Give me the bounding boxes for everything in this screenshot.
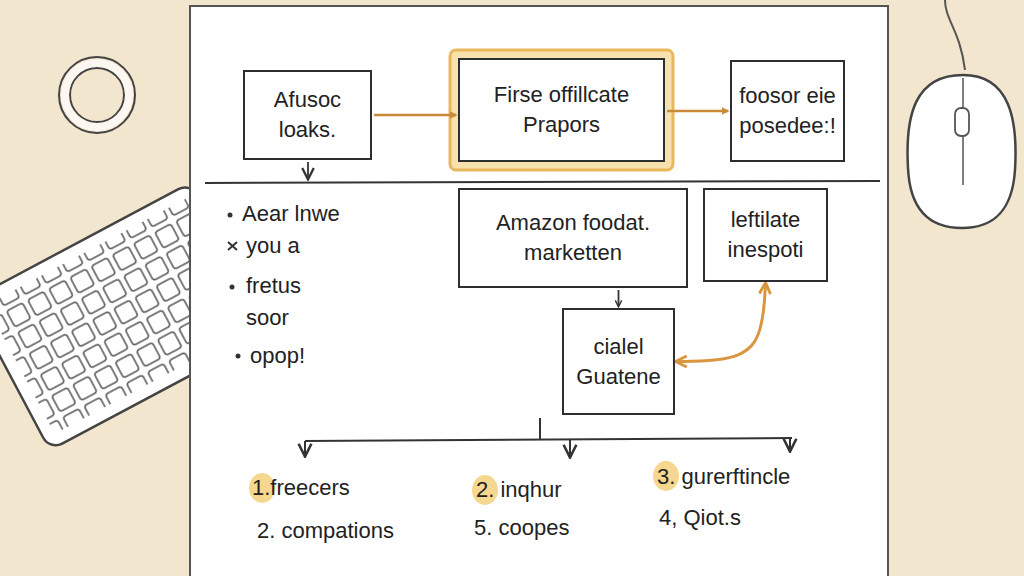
tape-roll — [59, 57, 135, 133]
bullet — [230, 285, 235, 290]
note-text: 4, Qiot.s — [659, 502, 809, 534]
process-box: leftilate inespoti — [703, 188, 828, 282]
bullet — [236, 354, 241, 359]
pointer-line — [307, 162, 309, 178]
connector-arrow — [374, 114, 456, 117]
highlight-glow — [450, 50, 673, 170]
note-text: 2. inqhur — [476, 474, 626, 506]
box-text: foosor eie posedee:! — [738, 81, 837, 140]
process-box: Firse offillcate Prapors — [458, 58, 665, 162]
divider-line — [205, 181, 880, 183]
note-text: 2. compations — [257, 515, 447, 547]
connector-arrow — [618, 290, 620, 306]
note-text: 1.freecers — [252, 472, 422, 504]
split-bracket — [305, 418, 792, 456]
bullet — [228, 213, 233, 218]
box-text: Amazon foodat. marketten — [468, 208, 678, 267]
note-text: 3. gurerftincle — [657, 461, 857, 493]
connector-arrow — [677, 284, 766, 362]
box-text: Afusoc loaks. — [253, 85, 362, 144]
note-text: Aear lnwe — [242, 198, 382, 230]
cross-mark — [228, 242, 237, 250]
box-text: cialel Guatene — [572, 332, 665, 391]
process-box: foosor eie posedee:! — [730, 60, 845, 162]
process-box: cialel Guatene — [562, 308, 675, 415]
process-box: Afusoc loaks. — [243, 70, 372, 160]
mouse — [908, 0, 1016, 228]
note-text: you a — [246, 230, 386, 262]
note-text: 5. coopes — [474, 512, 624, 544]
box-text: leftilate inespoti — [713, 205, 818, 264]
process-box: Amazon foodat. marketten — [458, 188, 688, 288]
paper-sheet — [190, 6, 888, 576]
note-text: opop! — [250, 340, 370, 372]
box-text: Firse offillcate Prapors — [468, 80, 655, 139]
note-text: fretus soor — [246, 270, 318, 334]
connector-arrow — [667, 110, 728, 113]
